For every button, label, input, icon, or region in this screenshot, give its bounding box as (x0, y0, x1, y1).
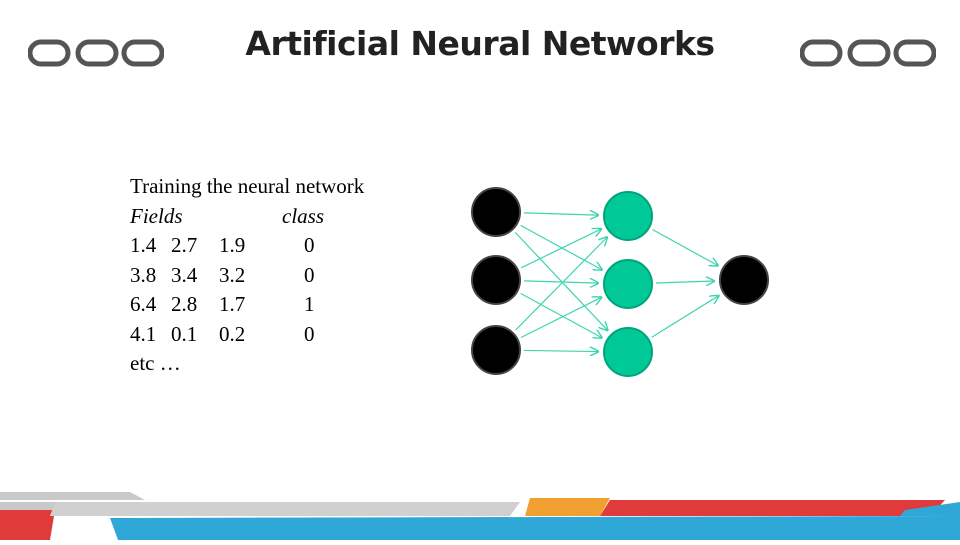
field-value: 1.4 (130, 233, 157, 257)
network-edge (520, 297, 601, 339)
network-edge (515, 237, 607, 331)
neural-network-diagram (460, 180, 780, 395)
page-title: Artificial Neural Networks (245, 24, 715, 63)
input-node (471, 187, 521, 237)
decorative-ovals-left (28, 38, 164, 68)
etc-text: etc … (130, 351, 181, 375)
field-value: 2.8 (171, 292, 198, 316)
input-node (471, 255, 521, 305)
output-node (719, 255, 769, 305)
network-edge (652, 229, 718, 266)
class-value: 0 (304, 321, 315, 346)
field-value: 3.4 (171, 262, 198, 287)
decorative-ovals-right (800, 38, 936, 68)
network-edge (651, 296, 719, 338)
training-heading-text: Training the neural network (130, 174, 365, 198)
network-edge (520, 292, 602, 337)
network-edges (514, 213, 719, 352)
network-edge (523, 350, 598, 351)
decorative-footer (0, 480, 960, 545)
class-value: 0 (304, 262, 315, 287)
field-value: 3.2 (219, 262, 246, 287)
network-edge (520, 229, 601, 269)
network-edge (655, 281, 714, 283)
class-label: class (282, 203, 324, 228)
network-edge (523, 213, 598, 215)
network-edge (520, 224, 602, 269)
input-node (471, 325, 521, 375)
class-value: 0 (304, 233, 315, 257)
hidden-node (603, 259, 653, 309)
field-value: 2.7 (171, 233, 198, 257)
field-value: 3.8 (130, 262, 157, 287)
hidden-node (603, 327, 653, 377)
field-value: 0.2 (219, 321, 246, 346)
field-value: 1.9 (219, 233, 246, 257)
field-value: 6.4 (130, 292, 157, 316)
field-value: 0.1 (171, 321, 198, 346)
hidden-node (603, 191, 653, 241)
field-value: 1.7 (219, 292, 246, 316)
network-edge (523, 281, 598, 283)
field-value: 4.1 (130, 321, 157, 346)
fields-label: Fields (130, 203, 183, 228)
class-value: 1 (304, 292, 315, 316)
network-nodes (471, 187, 769, 377)
network-edge (514, 231, 607, 330)
